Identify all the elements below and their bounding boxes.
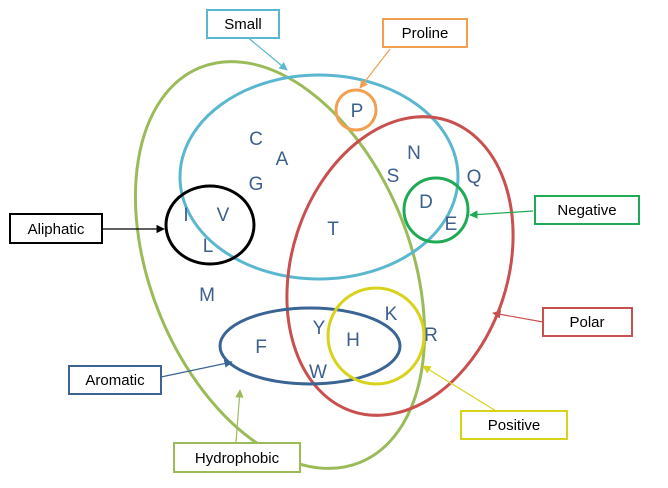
polar-label: Polar: [542, 307, 633, 337]
amino-acid-i: I: [183, 205, 188, 226]
svg-text:Small: Small: [224, 16, 262, 33]
polar-connector: [492, 310, 544, 323]
aromatic-label: Aromatic: [68, 365, 162, 395]
amino-acid-k: K: [385, 304, 398, 325]
svg-text:Hydrophobic: Hydrophobic: [195, 450, 280, 467]
amino-acid-p: P: [351, 101, 364, 122]
amino-acid-w: W: [309, 362, 327, 383]
svg-text:Aliphatic: Aliphatic: [28, 221, 85, 238]
hydrophobic-label: Hydrophobic: [173, 442, 301, 473]
amino-acid-h: H: [346, 330, 360, 351]
positive-connector: [422, 365, 497, 412]
svg-text:Proline: Proline: [402, 25, 449, 42]
amino-acid-r: R: [424, 325, 438, 346]
svg-text:Polar: Polar: [569, 314, 604, 331]
negative-set-outline: [402, 176, 470, 244]
amino-acid-f: F: [255, 337, 267, 358]
polar-set-outline: [285, 115, 515, 417]
amino-acid-d: D: [419, 192, 433, 213]
amino-acid-g: G: [249, 174, 264, 195]
amino-acid-a: A: [276, 149, 289, 170]
amino-acid-v: V: [217, 205, 230, 226]
small-connector: [245, 35, 288, 71]
hydrophobic-connector: [235, 389, 244, 443]
proline-label: Proline: [382, 18, 468, 48]
aromatic-connector: [160, 359, 233, 378]
amino-acid-y: Y: [313, 318, 326, 339]
amino-acid-n: N: [407, 143, 421, 164]
positive-label: Positive: [460, 410, 568, 440]
amino-acid-q: Q: [467, 167, 482, 188]
amino-acid-c: C: [249, 129, 263, 150]
amino-acid-m: M: [199, 285, 215, 306]
amino-acid-e: E: [445, 214, 458, 235]
small-label: Small: [206, 9, 280, 39]
amino-acid-s: S: [387, 166, 400, 187]
positive-set-outline: [326, 286, 426, 386]
svg-text:Aromatic: Aromatic: [85, 372, 145, 389]
svg-text:Positive: Positive: [488, 417, 541, 434]
aliphatic-set-outline: [164, 184, 256, 266]
hydrophobic-set-outline: [133, 60, 427, 470]
svg-text:Negative: Negative: [557, 202, 616, 219]
aliphatic-label: Aliphatic: [9, 213, 103, 244]
proline-set-outline: [334, 88, 378, 132]
aromatic-set-outline: [218, 306, 402, 386]
negative-connector: [469, 210, 534, 219]
proline-connector: [359, 48, 391, 89]
amino-acid-t: T: [327, 219, 339, 240]
amino-acid-l: L: [203, 236, 214, 257]
negative-label: Negative: [534, 195, 640, 225]
small-set-outline: [178, 73, 460, 281]
